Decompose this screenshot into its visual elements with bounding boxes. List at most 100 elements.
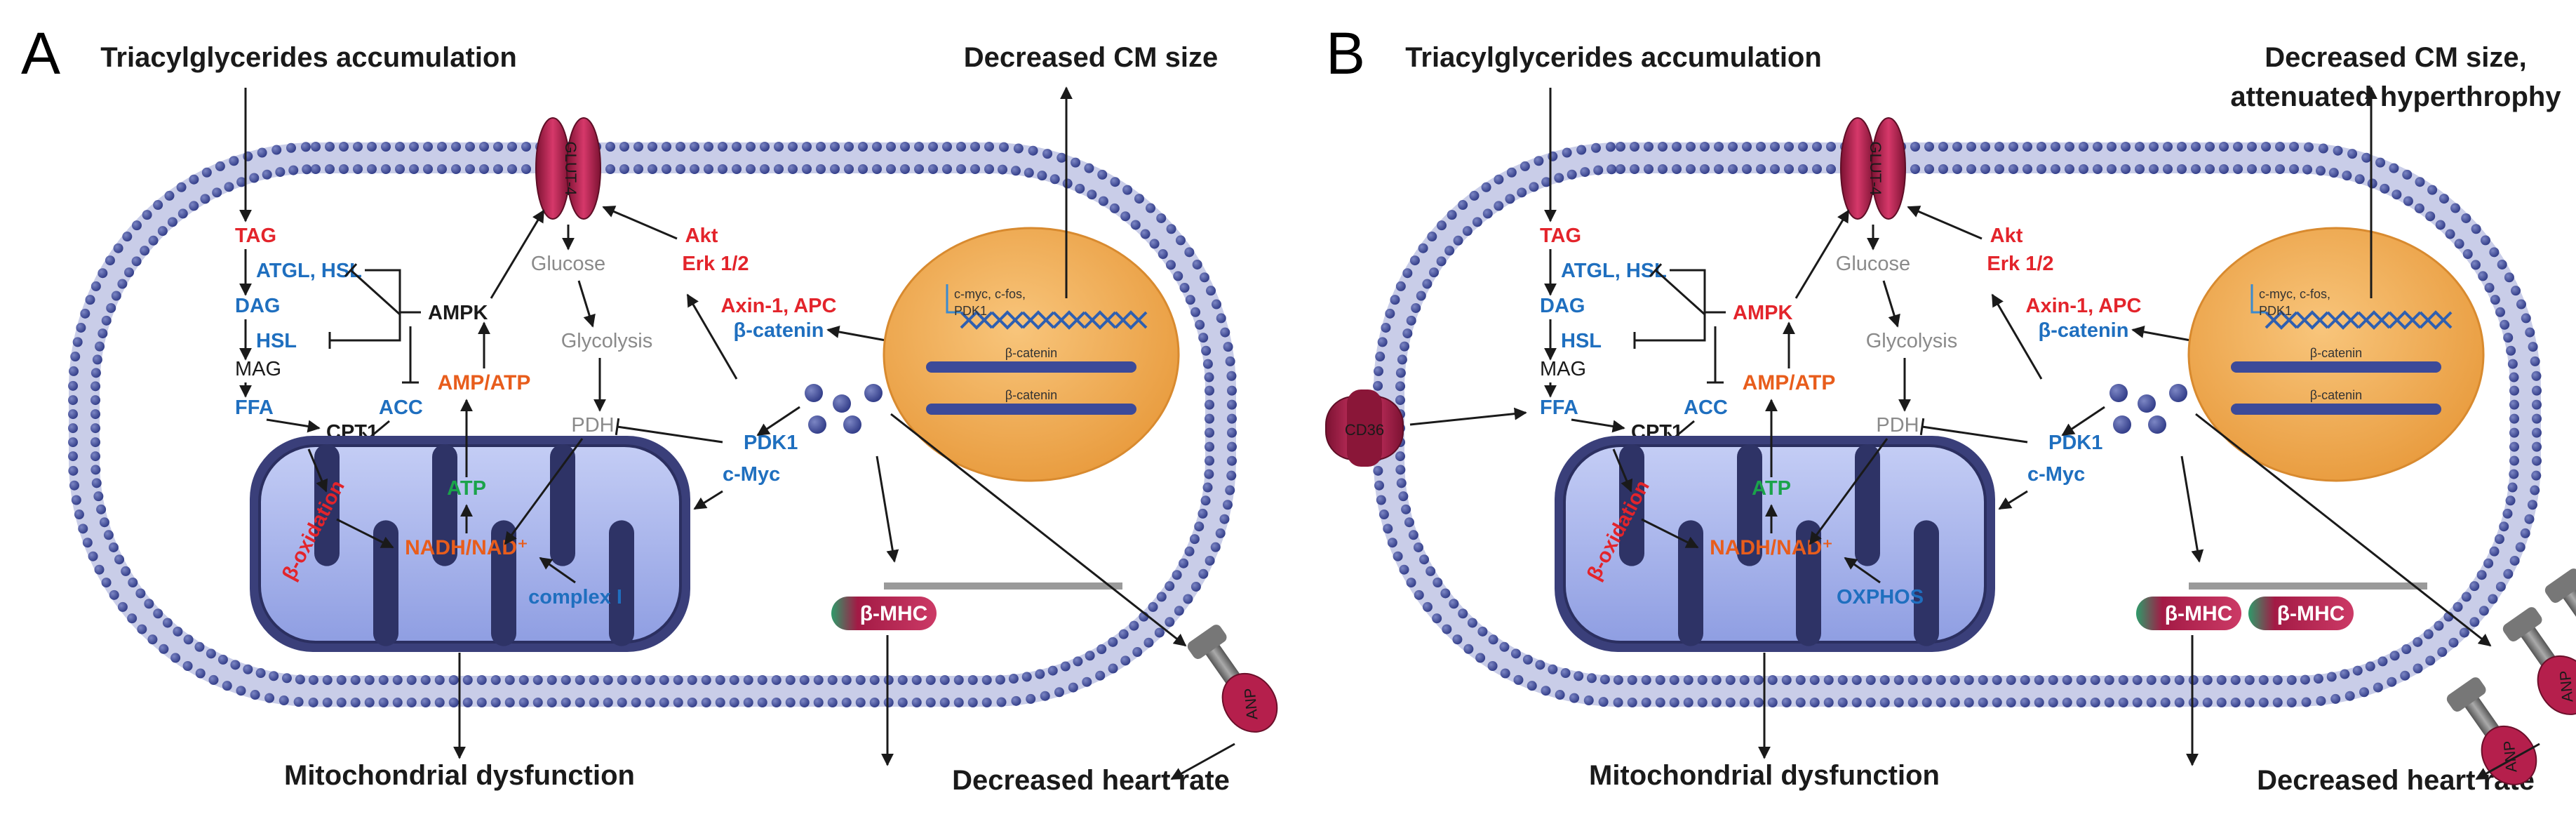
lipid-head-outer [2525, 327, 2535, 338]
lipid-head-inner [911, 675, 922, 685]
pdk1-label: PDK1 [2048, 432, 2102, 454]
lipid-head-outer [1826, 142, 1836, 152]
lipid-head-outer [2528, 342, 2538, 352]
lipid-head-outer [420, 698, 431, 707]
arrow-pdh-to-nadh [1809, 438, 1889, 545]
lipid-head-inner [900, 164, 910, 174]
lipid-head-outer [645, 698, 655, 707]
lipid-head-inner [1205, 413, 1214, 424]
receptor-cap [2446, 677, 2486, 712]
lipid-head-inner [998, 164, 1008, 175]
lipid-head-inner [135, 588, 146, 599]
lipid-head-inner [1098, 196, 1108, 206]
arrow-ampk-to-glut4 [490, 209, 545, 299]
lipid-head-inner [476, 675, 487, 685]
lipid-head-inner [1574, 671, 1584, 681]
dna-helix [2265, 310, 2453, 330]
lipid-head-inner [1644, 164, 1653, 174]
lipid-head-inner [1658, 164, 1668, 174]
lipid-head-outer [434, 698, 445, 707]
lipid-head-outer [757, 698, 767, 707]
lipid-head-inner [1686, 164, 1696, 174]
lipid-head-inner [206, 648, 216, 659]
lipid-head-inner [532, 675, 543, 685]
bmhc-label: β-MHC [860, 602, 928, 625]
lipid-head-outer [967, 698, 978, 707]
anp-ball [2537, 655, 2576, 715]
lipid-head-inner [2160, 675, 2171, 685]
erk-label: Erk 1/2 [682, 253, 749, 275]
lipid-head-inner [1198, 333, 1209, 343]
lipid-head-inner [1021, 672, 1032, 682]
glut4-label: GLUT-4 [1867, 141, 1884, 195]
lipid-head-outer [2008, 142, 2018, 152]
arrow-box-to-nadh [1641, 518, 1699, 549]
lipid-head-inner [1467, 618, 1477, 628]
lipid-head-outer [448, 698, 459, 707]
lipid-head-outer [2174, 698, 2185, 707]
lipid-head-outer [1377, 337, 1388, 347]
lipid-head-inner [1837, 675, 1848, 685]
lipid-head-outer [476, 698, 487, 707]
pdk1-label: PDK1 [744, 432, 798, 454]
lipid-head-outer [2515, 542, 2525, 552]
lipid-head-outer [1534, 156, 1544, 166]
bmhc-protein: β-MHC [831, 597, 937, 630]
lipid-head-outer [1893, 698, 1904, 707]
lipid-head-outer [1219, 514, 1230, 524]
lipid-head-outer [1458, 200, 1468, 211]
complex-label: OXPHOS [1837, 586, 1924, 608]
lipid-head-inner [1024, 168, 1034, 178]
lipid-head-inner [2286, 675, 2297, 685]
lipid-head-outer [279, 695, 289, 706]
lipid-head-inner [269, 671, 279, 681]
lipid-head-outer [1390, 295, 1400, 305]
lipid-head-outer [2344, 691, 2355, 701]
lipid-head-outer [1220, 327, 1230, 338]
lipid-head-inner [95, 341, 105, 352]
lipid-head-outer [2188, 698, 2199, 707]
lipid-head-outer [127, 613, 137, 624]
lipid-head-inner [90, 368, 101, 378]
lipid-head-inner [1398, 491, 1409, 502]
lipid-head-outer [1756, 142, 1766, 152]
lipid-head-outer [1376, 495, 1386, 505]
lipid-head-outer [350, 698, 361, 707]
lipid-head-outer [1395, 281, 1406, 291]
lipid-head-inner [799, 675, 810, 685]
lipid-head-outer [561, 698, 571, 707]
lipid-head-inner [1047, 665, 1058, 676]
dna-strand [960, 311, 993, 330]
lipid-head-outer [1952, 142, 1962, 152]
lipid-head-inner [2509, 469, 2519, 479]
lipid-head-outer [257, 147, 267, 158]
lipid-head-outer [1166, 224, 1176, 234]
outcome-tag-accumulation: Triacylglycerides accumulation [1405, 42, 1822, 73]
lipid-head-outer [159, 644, 169, 654]
lipid-head-inner [1711, 675, 1722, 685]
ampk-inhibits-atgl-bar [1649, 263, 1663, 277]
bmhc-protein: β-MHC [2136, 597, 2241, 630]
lipid-head-outer [760, 142, 770, 152]
lipid-head-inner [2380, 183, 2390, 194]
lipid-head-outer [2216, 698, 2227, 707]
lipid-head-outer [1770, 142, 1780, 152]
lipid-head-outer [293, 697, 304, 707]
lipid-head-inner [827, 675, 838, 685]
lipid-head-inner [1560, 668, 1571, 679]
lipid-head-outer [1222, 500, 1233, 510]
lipid-head-outer [2286, 698, 2297, 707]
lipid-head-inner [1725, 675, 1736, 685]
lipid-head-outer [264, 693, 275, 703]
lipid-head-inner [448, 675, 459, 685]
lipid-head-outer [229, 156, 239, 166]
lipid-head-inner [364, 675, 375, 685]
lipid-head-outer [2478, 606, 2489, 616]
lipid-head-inner [1109, 203, 1120, 213]
lipid-head-inner [1952, 164, 1962, 174]
lipid-head-outer [2191, 142, 2201, 152]
cd36-label: CD36 [1345, 421, 1384, 439]
lipid-head-outer [2118, 698, 2128, 707]
dna-strand [2357, 310, 2391, 329]
